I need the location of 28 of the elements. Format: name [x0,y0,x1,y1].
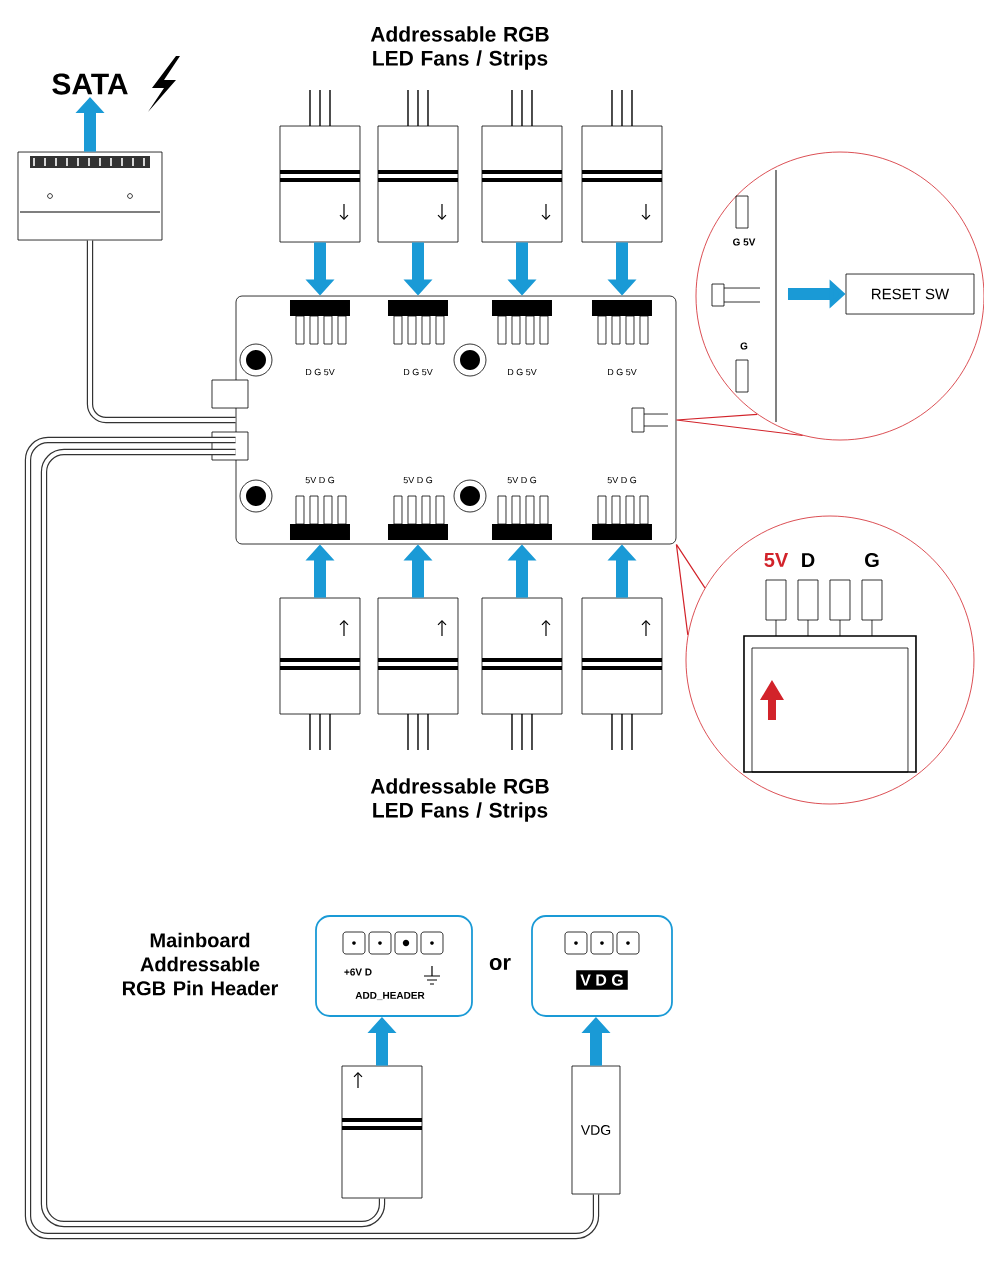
connector-label: SATA [52,73,128,95]
pin-label: G [865,552,879,568]
label: or [489,957,511,971]
fan-connector [581,597,663,751]
label: Addressable RGB LED Fans / Strips [370,778,549,822]
label: Mainboard Addressable RGB Pin Header [123,932,279,996]
fan-connector [377,597,459,751]
cable [24,436,600,1240]
label: Addressable RGB LED Fans / Strips [370,26,549,70]
cable [86,240,236,424]
hub-board [211,295,677,545]
fan-connector [377,89,459,243]
fan-connector [481,89,563,243]
magnifier-wedge [675,413,804,437]
pin-header [531,915,673,1017]
pin-label: 5V [764,553,789,567]
pin-label: D [802,553,815,567]
pin-header [315,915,473,1017]
cable [40,448,386,1228]
sata-plug [17,151,163,241]
fan-connector [481,597,563,751]
fan-connector [581,89,663,243]
cable-connector [341,1065,423,1199]
pin-label: V D G [576,970,628,990]
magnifier-circle [685,515,975,805]
fan-connector [279,597,361,751]
magnifier-circle [695,151,984,441]
fan-connector [279,89,361,243]
